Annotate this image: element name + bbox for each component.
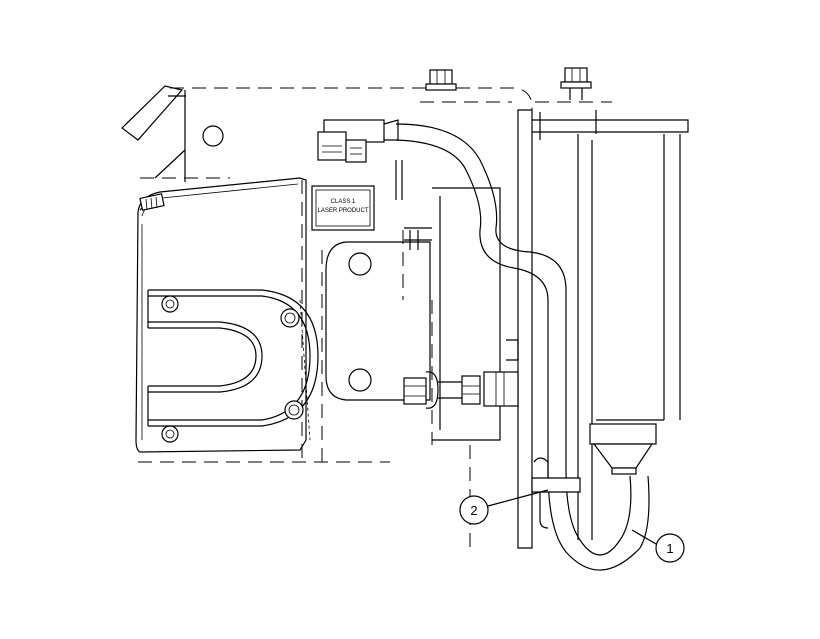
- label-line-1: CLASS 1: [331, 199, 356, 205]
- carriage-block: [325, 160, 501, 441]
- label-line-2: LASER PRODUCT: [317, 208, 368, 214]
- flex-cable: [395, 123, 650, 571]
- angled-bracket: [121, 85, 224, 179]
- funnel-nozzle: [589, 423, 657, 475]
- laser-head-housing: [135, 177, 319, 453]
- callout-1: 1: [631, 529, 685, 563]
- laser-label-plate: CLASS 1 LASER PRODUCT: [311, 185, 375, 231]
- motor-housing: [577, 134, 681, 540]
- top-bolt-right: [560, 67, 592, 100]
- callout-2-number: 2: [470, 503, 477, 518]
- cable-clamp: [531, 457, 581, 529]
- callout-1-number: 1: [666, 541, 673, 556]
- callout-2: 2: [459, 489, 549, 525]
- cable-connector: [317, 119, 399, 163]
- center-bolt: [403, 339, 519, 409]
- top-bolt-left: [425, 69, 457, 91]
